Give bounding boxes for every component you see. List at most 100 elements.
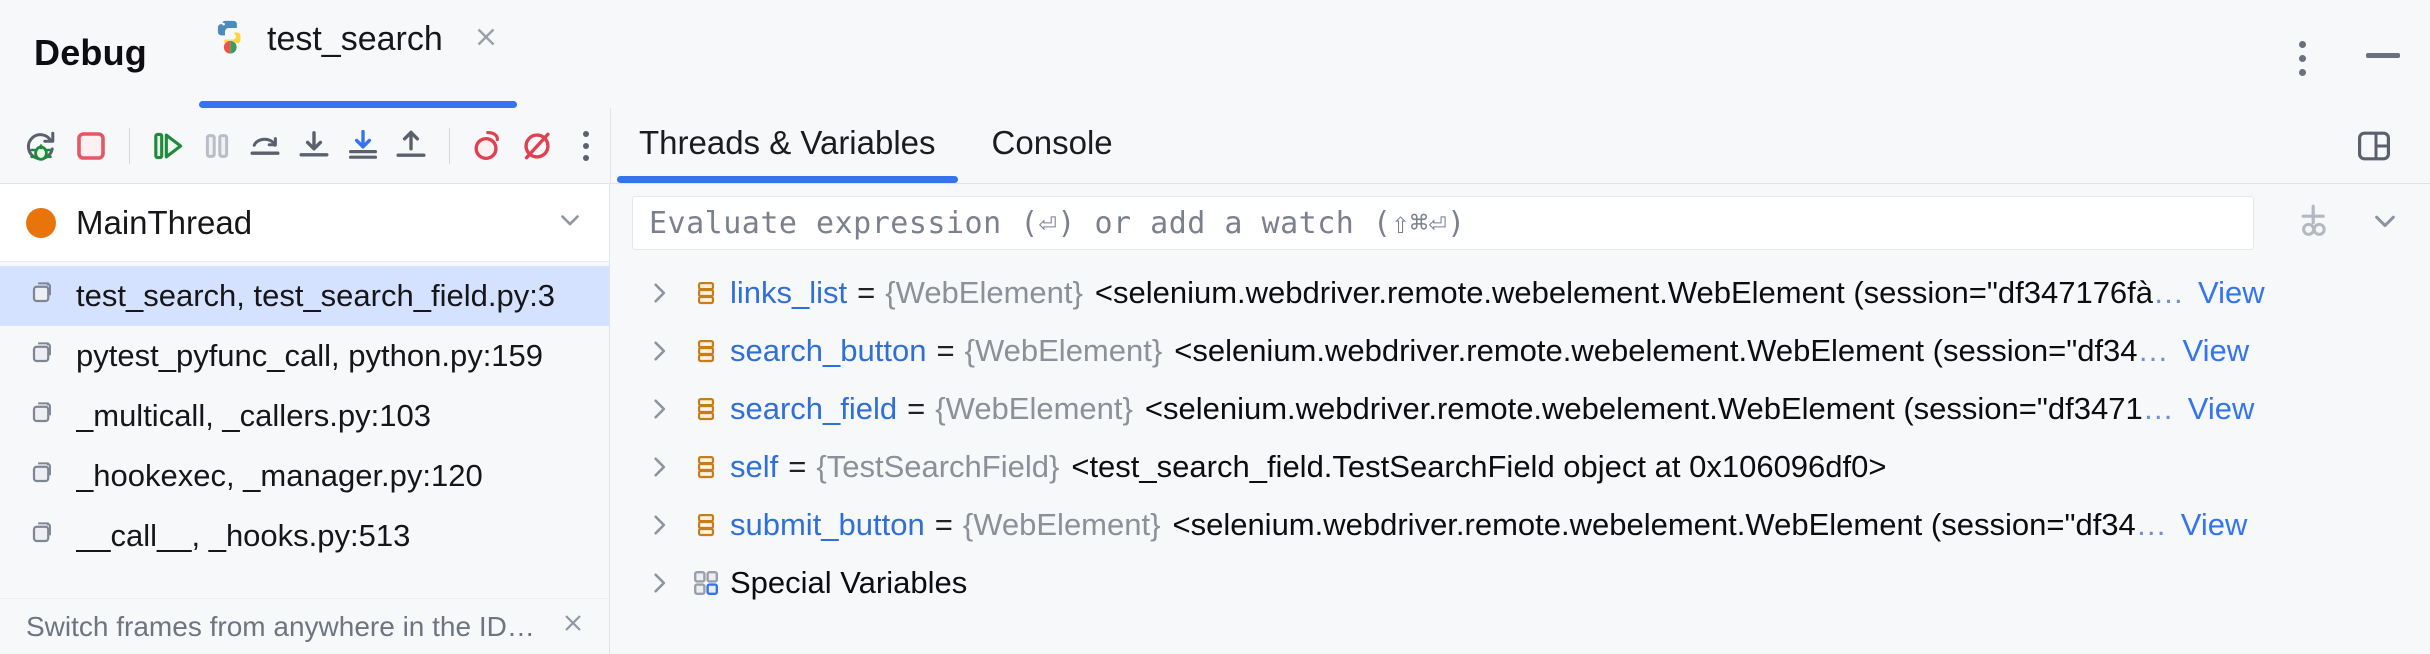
variable-name[interactable]: submit_button [730,507,925,542]
add-watch-button[interactable] [2292,199,2336,248]
evaluate-expression-input[interactable]: Evaluate expression (⏎) or add a watch (… [632,196,2254,250]
frame-icon [28,457,58,495]
kebab-menu-icon [582,130,589,161]
variable-content: search_field = {WebElement} <selenium.we… [730,391,2174,427]
tab-active-indicator [199,101,517,108]
frame-list-item[interactable]: test_search, test_search_field.py:3 [0,266,609,326]
tool-window-header: Debug test_search [0,0,2430,108]
debug-actions-toolbar [0,108,610,183]
thread-name: MainThread [76,203,253,241]
step-into-button[interactable] [290,118,339,174]
chevron-right-icon[interactable] [636,278,682,308]
frame-label: pytest_pyfunc_call, python.py:159 [76,338,544,373]
view-link[interactable]: View [2187,391,2255,426]
tab-test_search[interactable]: test_search [189,0,527,108]
step-out-icon [396,130,426,157]
variable-type: {WebElement} [935,391,1133,426]
variable-name[interactable]: search_field [730,391,898,426]
variable-content: submit_button = {WebElement} <selenium.w… [730,507,2167,543]
view-breakpoints-button[interactable] [464,118,513,174]
variable-row[interactable]: links_list = {WebElement} <selenium.webd… [610,264,2430,322]
view-link[interactable]: View [2182,333,2250,368]
close-icon[interactable] [471,22,501,57]
expand-watches-button[interactable] [2366,202,2404,245]
pause-icon [205,133,229,158]
mute-breakpoints-icon [524,132,550,159]
more-options-button[interactable] [561,118,610,174]
frame-list-item[interactable]: _multicall, _callers.py:103 [0,386,609,446]
chevron-down-icon[interactable] [553,203,587,242]
thread-status-indicator [26,207,56,238]
frame-list-item[interactable]: __call__, _hooks.py:513 [0,506,609,566]
tab-threads-and-variables-label: Threads & Variables [639,123,936,161]
frame-list-item[interactable]: pytest_pyfunc_call, python.py:159 [0,326,609,386]
tab-threads-and-variables[interactable]: Threads & Variables [611,108,964,183]
special-variables-label: Special Variables [730,565,968,600]
frame-label: __call__, _hooks.py:513 [76,518,411,553]
kebab-menu-icon[interactable] [2287,35,2318,82]
variable-row[interactable]: self = {TestSearchField} <test_search_fi… [610,438,2430,496]
variable-name[interactable]: self [730,449,779,484]
chevron-right-icon[interactable] [636,568,682,598]
frames-hint-bar: Switch frames from anywhere in the ID… [0,598,609,654]
page-title: Debug [34,32,147,73]
special-variables-row[interactable]: Special Variables [610,554,2430,612]
chevron-right-icon[interactable] [636,510,682,540]
variable-row[interactable]: submit_button = {WebElement} <selenium.w… [610,496,2430,554]
equals-sign: = [857,275,876,310]
rerun-debug-button[interactable] [18,118,67,174]
layout-settings-icon [2357,131,2390,160]
minimize-icon[interactable] [2366,53,2400,58]
view-link[interactable]: View [2180,507,2248,542]
mute-breakpoints-button[interactable] [513,118,562,174]
python-test-icon [211,18,249,61]
variable-name[interactable]: links_list [730,275,848,310]
equals-sign: = [936,333,955,368]
variable-name[interactable]: search_button [730,333,927,368]
variable-type: {WebElement} [885,275,1083,310]
chevron-right-icon[interactable] [636,336,682,366]
evaluate-expression-row: Evaluate expression (⏎) or add a watch (… [610,184,2430,262]
equals-sign: = [788,449,807,484]
frame-list-item[interactable]: _hookexec, _manager.py:120 [0,446,609,506]
variable-row[interactable]: search_button = {WebElement} <selenium.w… [610,322,2430,380]
variable-value: <selenium.webdriver.remote.webelement.We… [1174,333,2138,368]
frames-hint-text: Switch frames from anywhere in the ID… [26,610,535,642]
step-out-button[interactable] [387,118,436,174]
variable-content: self = {TestSearchField} <test_search_fi… [730,449,1887,485]
frame-label: test_search, test_search_field.py:3 [76,278,556,313]
step-into-icon [299,130,329,156]
variable-row[interactable]: search_field = {WebElement} <selenium.we… [610,380,2430,438]
variable-icon [682,452,730,482]
pause-program-button[interactable] [193,118,242,174]
variable-content: links_list = {WebElement} <selenium.webd… [730,275,2184,311]
frame-label: _hookexec, _manager.py:120 [76,458,483,493]
step-over-button[interactable] [241,118,290,174]
tab-console[interactable]: Console [964,108,1141,183]
stop-button[interactable] [67,118,116,174]
close-icon[interactable] [559,609,587,645]
truncation-ellipsis: … [2137,333,2169,368]
debug-toolbar-row: Threads & Variables Console [0,108,2430,184]
force-step-into-button[interactable] [338,118,387,174]
resume-program-button[interactable] [144,118,193,174]
variables-tree[interactable]: links_list = {WebElement} <selenium.webd… [610,262,2430,654]
toolbar-separator-2 [449,127,451,164]
variables-panel: Evaluate expression (⏎) or add a watch (… [610,184,2430,654]
frame-label: _multicall, _callers.py:103 [76,398,431,433]
thread-selector[interactable]: MainThread [0,184,609,262]
tab-console-label: Console [991,123,1113,161]
view-tabs: Threads & Variables Console [610,108,2430,183]
variable-icon [682,510,730,540]
frames-list[interactable]: test_search, test_search_field.py:3 pyte… [0,262,609,598]
layout-settings-button[interactable] [2354,126,2394,166]
step-over-icon [250,136,280,155]
chevron-right-icon[interactable] [636,452,682,482]
view-link[interactable]: View [2198,275,2265,310]
variable-value: <selenium.webdriver.remote.webelement.We… [1172,507,2136,542]
frame-icon [28,277,58,315]
frame-icon [28,337,58,375]
chevron-right-icon[interactable] [636,394,682,424]
variable-content: search_button = {WebElement} <selenium.w… [730,333,2169,369]
